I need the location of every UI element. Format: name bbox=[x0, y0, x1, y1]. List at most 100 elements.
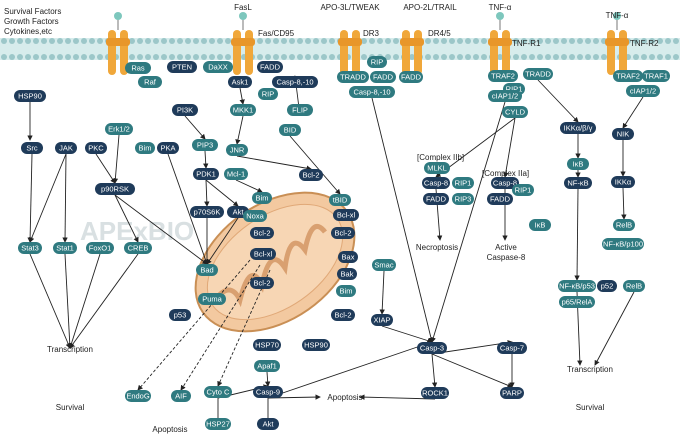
node-casp9: Casp-9 bbox=[253, 386, 283, 398]
node-apaf1: Apaf1 bbox=[254, 360, 280, 372]
node-pip3: PIP3 bbox=[192, 139, 218, 151]
node-hsp90a: HSP90 bbox=[14, 90, 46, 102]
node-label-mkk1: MKK1 bbox=[233, 106, 253, 115]
node-label-puma: Puma bbox=[202, 295, 222, 304]
label-tnfa1: TNF-α bbox=[489, 3, 512, 12]
node-hsp70: HSP70 bbox=[253, 339, 281, 351]
node-label-bcl2a: Bcl-2 bbox=[253, 229, 270, 238]
node-label-ask1: Ask1 bbox=[232, 78, 249, 87]
node-label-casp8a: Casp-8 bbox=[424, 179, 448, 188]
node-label-ikka: IKKα bbox=[615, 178, 632, 187]
node-label-fadd5: FADD bbox=[490, 195, 511, 204]
edge-casp3-parp bbox=[431, 353, 513, 388]
node-label-hsp27: HSP27 bbox=[206, 420, 230, 429]
edge-akt1-bad bbox=[206, 217, 239, 265]
node-label-nfkbp53: NF-κB/p53 bbox=[559, 282, 595, 291]
node-label-fadd4: FADD bbox=[426, 195, 447, 204]
node-label-traf1: TRAF1 bbox=[644, 72, 668, 81]
node-label-bax: Bax bbox=[342, 253, 355, 262]
node-cyld: CYLD bbox=[502, 106, 528, 118]
node-fadd4: FADD bbox=[423, 193, 449, 205]
edge-pdk1-p70s6k bbox=[204, 179, 210, 207]
node-label-bclxla: Bcl-xl bbox=[254, 250, 273, 259]
node-casp8b: Casp-8 bbox=[491, 177, 519, 189]
node-label-rock1: ROCK1 bbox=[422, 389, 448, 398]
node-src: Src bbox=[21, 142, 43, 154]
edge-extra-10 bbox=[359, 394, 436, 400]
receptor-tnfr1 bbox=[488, 12, 512, 75]
node-foxo1: FoxO1 bbox=[86, 242, 114, 254]
node-label-src: Src bbox=[26, 144, 38, 153]
edge-src-stat3 bbox=[27, 153, 33, 243]
node-label-parp: PARP bbox=[502, 389, 522, 398]
node-label-ras: Ras bbox=[131, 64, 145, 73]
label-tnfa2: TNF-α bbox=[606, 11, 629, 20]
node-label-casp810b: Casp-8,-10 bbox=[353, 88, 390, 97]
node-label-apaf1: Apaf1 bbox=[257, 362, 277, 371]
node-label-cyld: CYLD bbox=[505, 108, 526, 117]
edge-nfkb-nfkbp53 bbox=[574, 188, 580, 281]
node-ikbb: IκB bbox=[529, 219, 551, 231]
node-ask1: Ask1 bbox=[228, 76, 252, 88]
node-erk12: Erk1/2 bbox=[105, 123, 133, 135]
node-label-endog: EndoG bbox=[126, 392, 150, 401]
edge-xiap-casp3 bbox=[381, 325, 433, 344]
node-label-bcl2d: Bcl-2 bbox=[334, 229, 351, 238]
node-mkk1: MKK1 bbox=[230, 104, 256, 116]
edge-pip3-pdk1 bbox=[203, 150, 209, 169]
node-label-bid: BID bbox=[284, 126, 297, 135]
label-apo3l: APO-3L/TWEAK bbox=[320, 3, 380, 12]
node-bax: Bax bbox=[338, 251, 358, 263]
node-ikba: IκB bbox=[567, 158, 589, 170]
node-label-mlkl: MLKL bbox=[427, 164, 447, 173]
node-fadd5: FADD bbox=[487, 193, 513, 205]
node-nfkbp100: NF-κB/p100 bbox=[602, 238, 644, 250]
node-label-p65rela: p65/RelA bbox=[562, 298, 593, 307]
node-bclxlb: Bcl-xl bbox=[333, 209, 359, 221]
node-hsp90b: HSP90 bbox=[302, 339, 330, 351]
node-relb: RelB bbox=[613, 219, 635, 231]
label-dr3: DR3 bbox=[363, 29, 380, 38]
node-label-jnr: JNR bbox=[230, 146, 245, 155]
node-label-rip1: RIP bbox=[262, 90, 275, 99]
node-label-pip3: PIP3 bbox=[197, 141, 213, 150]
node-tradd1: TRADD bbox=[337, 71, 369, 83]
node-mlkl: MLKL bbox=[424, 162, 450, 174]
node-bcl2b: Bcl-2 bbox=[250, 277, 274, 289]
edge-p90rsk-creb bbox=[114, 194, 139, 243]
node-parp: PARP bbox=[500, 387, 524, 399]
edge-apaf1-casp9 bbox=[264, 371, 271, 387]
label-survival2: Survival bbox=[576, 403, 605, 412]
node-bid: BID bbox=[279, 124, 301, 136]
node-label-bcl2c: Bcl-2 bbox=[302, 171, 319, 180]
node-label-pdk1: PDK1 bbox=[196, 170, 216, 179]
node-stat3: Stat3 bbox=[18, 242, 42, 254]
node-label-rip2: RIP bbox=[371, 58, 384, 67]
node-p70s6k: p70S6K bbox=[190, 206, 224, 218]
node-label-noxa: Noxa bbox=[246, 212, 264, 221]
node-traf2a: TRAF2 bbox=[488, 70, 518, 82]
label-fasl: FasL bbox=[234, 3, 252, 12]
label-survival1: Survival bbox=[56, 403, 85, 412]
edge-extra-1 bbox=[64, 253, 73, 349]
node-label-fadd1: FADD bbox=[260, 63, 281, 72]
node-label-bclxlb: Bcl-xl bbox=[337, 211, 356, 220]
node-pkc: PKC bbox=[85, 142, 107, 154]
node-label-casp3: Casp-3 bbox=[420, 344, 444, 353]
node-bcl2e: Bcl-2 bbox=[331, 309, 355, 321]
node-label-p90rsk: p90RSK bbox=[101, 185, 129, 194]
edge-tradd2-ikk bbox=[537, 79, 579, 123]
node-jnr: JNR bbox=[226, 144, 248, 156]
edge-pka-bad bbox=[167, 153, 209, 265]
node-bcl2c: Bcl-2 bbox=[299, 169, 323, 181]
label-top-left-1: Growth Factors bbox=[4, 17, 59, 26]
edge-extra-0 bbox=[29, 253, 71, 349]
node-mcl1: Mcl-1 bbox=[224, 168, 248, 180]
node-label-foxo1: FoxO1 bbox=[89, 244, 112, 253]
node-creb: CREB bbox=[124, 242, 152, 254]
node-label-bima: Bim bbox=[139, 144, 152, 153]
node-casp3: Casp-3 bbox=[417, 342, 447, 354]
node-endog: EndoG bbox=[125, 390, 151, 402]
node-label-traf2a: TRAF2 bbox=[491, 72, 515, 81]
